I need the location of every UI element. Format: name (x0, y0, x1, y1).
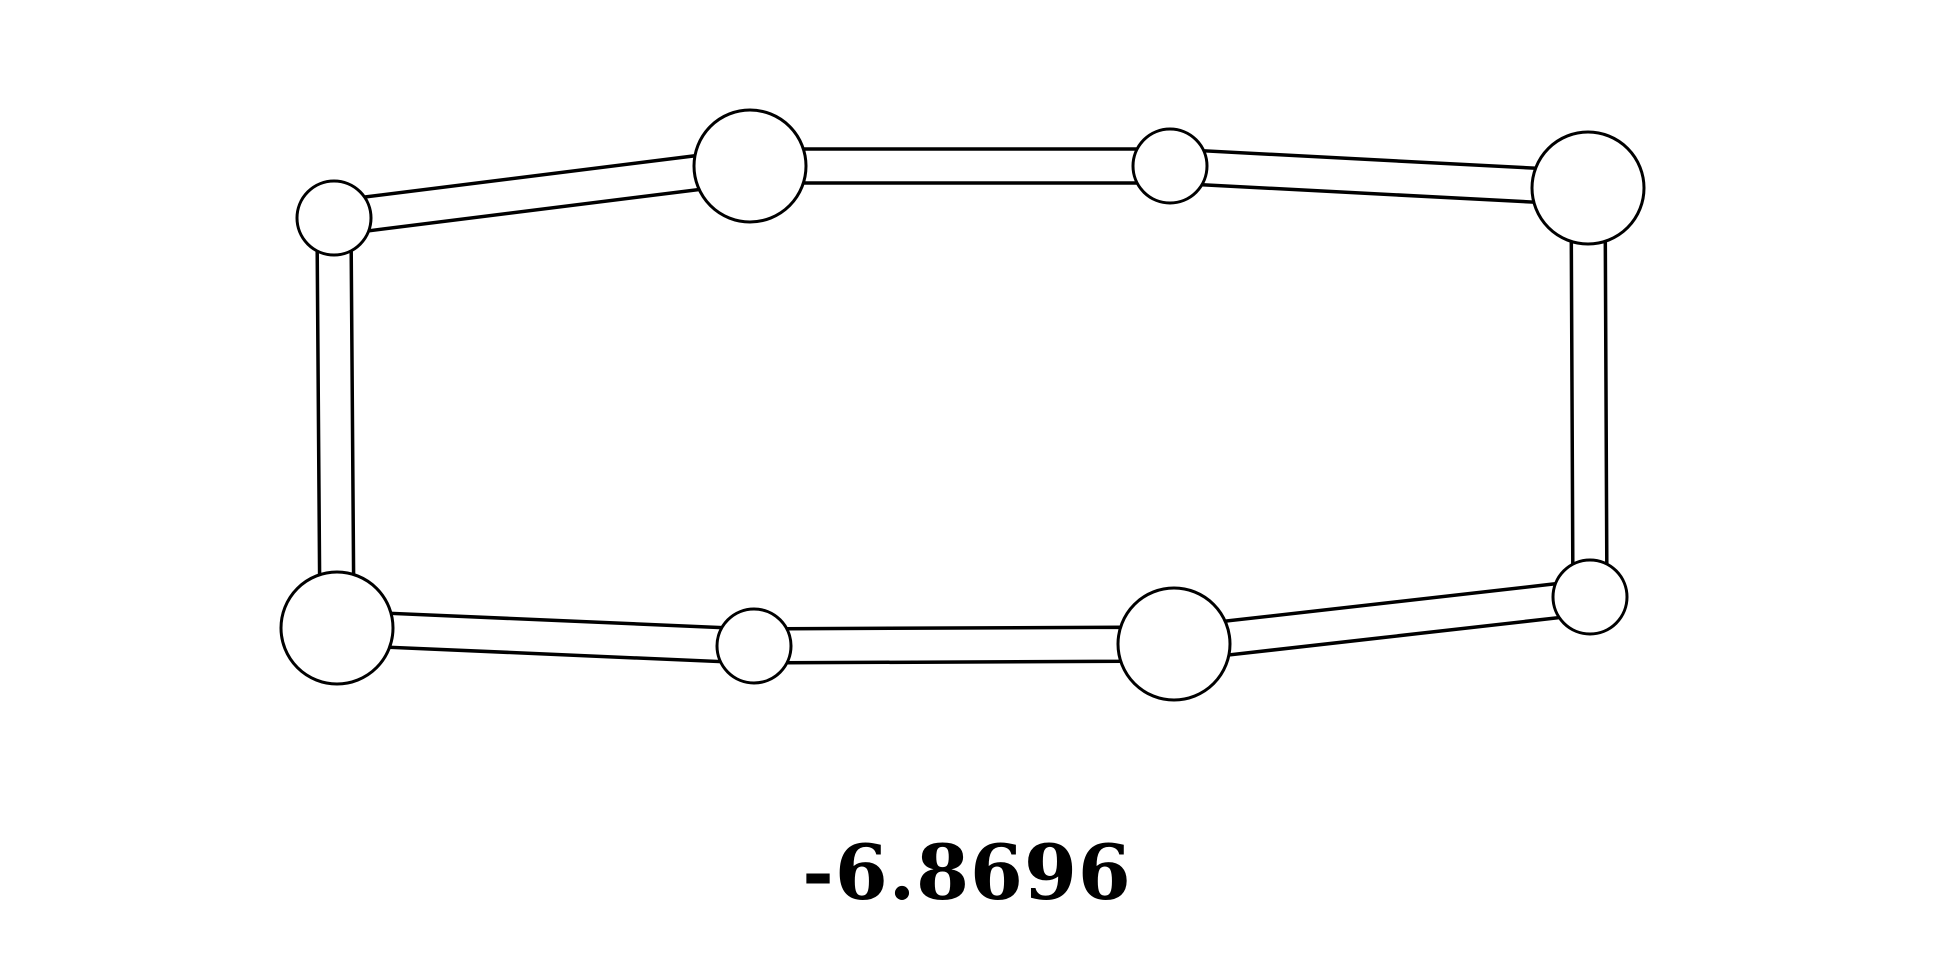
bond-a8-a1 (315, 249, 356, 578)
bond-a7-a8 (386, 611, 724, 664)
atom-node-a5 (1551, 558, 1629, 636)
bond-a5-a6 (1221, 581, 1562, 658)
atoms-layer (279, 108, 1646, 702)
bond-a6-a7 (785, 625, 1124, 665)
bond-a4-a5 (1569, 238, 1609, 566)
atom-node-a3 (1131, 127, 1209, 205)
bond-a1-a2 (362, 153, 703, 233)
bond-a3-a4 (1200, 148, 1539, 205)
bond-a2-a3 (800, 147, 1139, 185)
atom-node-a1 (295, 179, 373, 257)
atom-node-a7 (715, 607, 793, 685)
atom-node-a2 (692, 108, 808, 224)
bonds-layer (315, 147, 1609, 665)
energy-value-label: -6.8696 (802, 828, 1132, 917)
atom-node-a8 (279, 570, 395, 686)
atom-node-a6 (1116, 586, 1232, 702)
atom-node-a4 (1530, 130, 1646, 246)
